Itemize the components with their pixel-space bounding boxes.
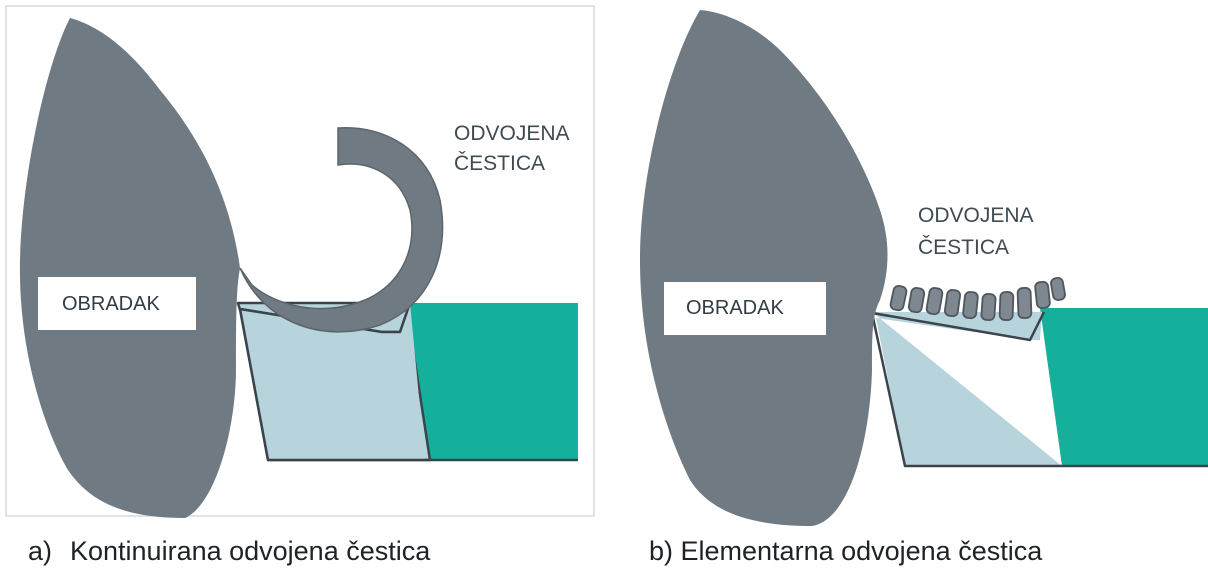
workpiece-label-box xyxy=(38,277,196,330)
panel-continuous-chip: OBRADAK ODVOJENA ČESTICA xyxy=(0,0,600,530)
tool-insert-body xyxy=(240,303,425,460)
chip-segment xyxy=(889,285,908,312)
panel-elemental-chip: OBRADAK ODVOJENA ČESTICA xyxy=(618,0,1208,530)
workpiece xyxy=(640,10,888,526)
caption-elemental-chip: b) Elementarna odvojena čestica xyxy=(649,536,1043,566)
chip-segment xyxy=(1016,287,1033,319)
caption-marker: a) xyxy=(28,536,53,566)
tool-insert-body xyxy=(872,312,1062,466)
caption-continuous-chip: a) Kontinuirana odvojena čestica xyxy=(28,536,430,567)
workpiece-label-box xyxy=(664,282,826,335)
chip-label-line1: ODVOJENA xyxy=(454,122,570,145)
flank-edge xyxy=(238,308,578,462)
chip-segment xyxy=(980,293,997,322)
tool-holder xyxy=(1040,308,1208,466)
workpiece xyxy=(19,18,240,518)
chip-label-line2: ČESTICA xyxy=(918,236,1009,259)
workpiece-label: OBRADAK xyxy=(62,293,160,315)
chip-segment xyxy=(998,291,1015,321)
continuous-chip xyxy=(239,127,444,333)
caption-text: Kontinuirana odvojena čestica xyxy=(70,536,431,566)
flank-edge xyxy=(870,312,1208,468)
chip-segment xyxy=(1034,280,1051,309)
chip-segment xyxy=(962,291,979,320)
diagram-continuous-chip: OBRADAK ODVOJENA ČESTICA xyxy=(5,5,595,518)
chip-segment xyxy=(907,287,926,314)
chip-segment xyxy=(943,289,961,318)
chip-segments xyxy=(889,277,1066,322)
chip-segment xyxy=(1050,277,1066,301)
rake-face-edge xyxy=(871,311,1046,342)
workpiece-label: OBRADAK xyxy=(686,297,784,319)
tool-holder xyxy=(406,303,578,460)
diagram-elemental-chip: OBRADAK ODVOJENA ČESTICA xyxy=(640,10,1208,526)
chip-label-line1: ODVOJENA xyxy=(918,204,1034,227)
chip-segment xyxy=(925,287,944,316)
chip-label-line2: ČESTICA xyxy=(454,152,545,175)
